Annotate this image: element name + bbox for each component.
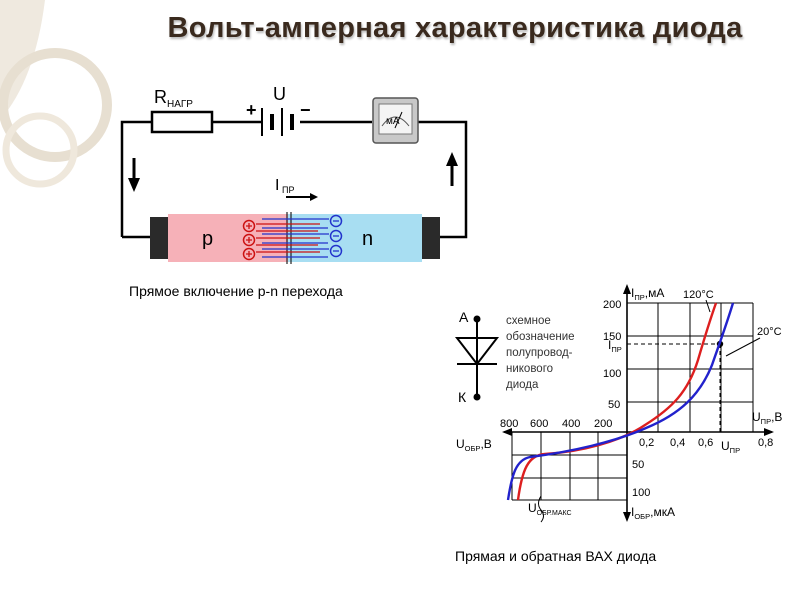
temp-cold-label: 20°C	[757, 326, 782, 338]
current-label-sub: ПР	[282, 185, 294, 195]
x-tick-reverse: 400	[562, 418, 580, 430]
x-tick-reverse: 800	[500, 418, 518, 430]
n-region-label: n	[362, 228, 373, 250]
graph-grid	[511, 302, 754, 501]
forward-voltage-marker: UПР	[721, 439, 740, 455]
x-tick-reverse: 600	[530, 418, 548, 430]
resistor	[150, 110, 214, 134]
resistor-label: R	[154, 87, 167, 107]
x-tick-forward: 0,2	[639, 437, 654, 449]
symbol-description-line: обозначение	[506, 331, 575, 343]
x-axis-forward-label: UПР,В	[752, 410, 782, 426]
diode-symbol	[454, 319, 500, 397]
slide-corner-decoration	[0, 0, 112, 188]
battery-plus: +	[246, 100, 257, 120]
circuit-caption: Прямое включение p-n перехода	[129, 283, 343, 299]
cathode-label: К	[458, 389, 467, 405]
battery-minus: −	[300, 100, 311, 120]
y-axis-reverse-label: IОБР,мкА	[631, 505, 675, 521]
symbol-description-line: никового	[506, 363, 553, 375]
x-tick-forward: 0,8	[758, 437, 773, 449]
symbol-description-line: полупровод-	[506, 347, 573, 359]
current-direction-arrows	[128, 152, 458, 201]
y-axis-forward-label: IПР,мА	[631, 286, 664, 302]
meter-label: мА	[386, 116, 400, 127]
vac-curve-cold	[506, 302, 735, 501]
x-axis-reverse-label: UОБР,В	[456, 437, 492, 453]
battery	[261, 108, 294, 136]
x-tick-forward: 0,6	[698, 437, 713, 449]
milliammeter	[372, 97, 419, 144]
pn-junction	[150, 212, 440, 264]
y-tick-reverse: 50	[632, 459, 644, 471]
forward-current-marker: IПР	[608, 338, 622, 354]
x-tick-reverse: 200	[594, 418, 612, 430]
temp-hot-label: 120°C	[683, 289, 714, 301]
y-tick-forward: 150	[603, 331, 621, 343]
max-reverse-voltage-label: UОБР.МАКС	[528, 501, 572, 517]
resistor-label-sub: НАГР	[167, 99, 193, 110]
y-tick-reverse: 100	[632, 487, 650, 499]
anode-label: А	[459, 309, 469, 325]
symbol-description-line: диода	[506, 379, 539, 391]
symbol-description-line: схемное	[506, 315, 551, 327]
current-label: I	[275, 177, 279, 194]
x-tick-forward: 0,4	[670, 437, 685, 449]
y-tick-forward: 100	[603, 368, 621, 380]
source-label: U	[273, 84, 286, 104]
p-region-label: p	[202, 228, 213, 250]
slide-title: Вольт-амперная характеристика диода	[167, 12, 743, 44]
y-tick-forward: 50	[608, 399, 620, 411]
vac-caption: Прямая и обратная ВАХ диода	[455, 548, 657, 564]
y-tick-forward: 200	[603, 299, 621, 311]
